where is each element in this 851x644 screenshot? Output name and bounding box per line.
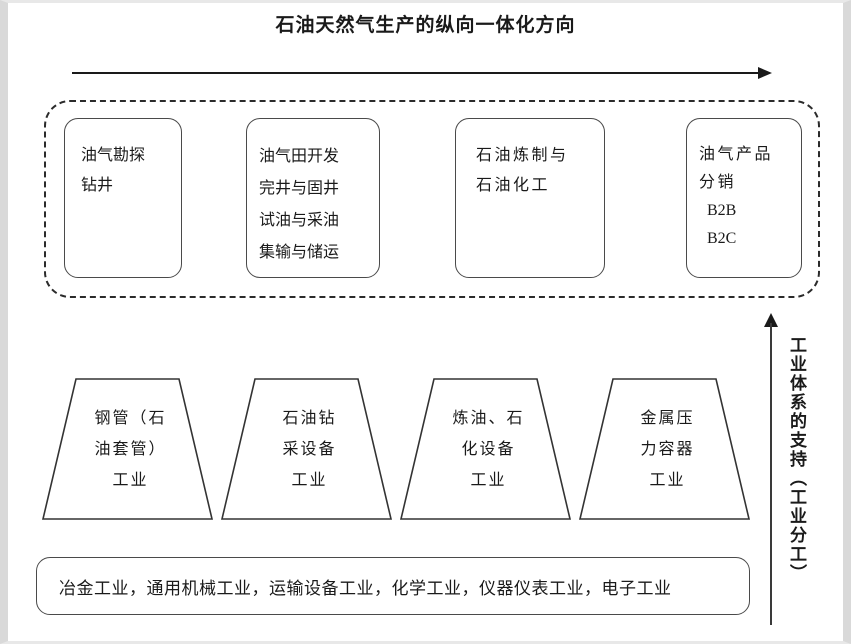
support-line: 油套管）	[94, 441, 167, 458]
stage-line: 油气产品	[699, 146, 774, 163]
trapezoid-shape	[578, 378, 751, 520]
support-line: 工业	[470, 472, 507, 489]
arrow-shaft	[770, 323, 772, 625]
support-arrow-label: 工业体系的支持（工业分工）	[787, 336, 806, 583]
support-line: 石油钻	[282, 410, 337, 427]
foundation-bar[interactable]: 冶金工业，通用机械工业，运输设备工业，化学工业，仪器仪表工业，电子工业	[36, 557, 750, 615]
support-line: 金属压	[640, 410, 695, 427]
foundation-bar-text: 冶金工业，通用机械工业，运输设备工业，化学工业，仪器仪表工业，电子工业	[59, 578, 672, 598]
stage-line: 钻井	[81, 177, 114, 194]
trapezoid-shape	[220, 378, 393, 520]
stage-line: 油气田开发	[259, 148, 340, 165]
horizontal-flow-arrow	[72, 66, 772, 82]
stage-line: 石油炼制与	[476, 147, 569, 164]
stage-line-b2c: B2C	[707, 230, 737, 247]
stage-box-field-development[interactable]: 油气田开发 完井与固井 试油与采油 集输与储运	[246, 118, 380, 278]
stage-box-text: 油气勘探 钻井	[65, 141, 181, 201]
page-title: 石油天然气生产的纵向一体化方向	[275, 15, 576, 36]
stage-box-text: 油气产品 分销 B2B B2C	[687, 141, 801, 253]
stage-box-distribution[interactable]: 油气产品 分销 B2B B2C	[686, 118, 802, 278]
value-chain-group	[44, 100, 820, 298]
support-line: 工业	[112, 472, 149, 489]
stage-line: 石油化工	[476, 177, 551, 194]
support-industry-drilling-equipment[interactable]: 石油钻 采设备 工业	[219, 375, 394, 523]
arrow-head-up-icon	[764, 313, 778, 327]
support-line: 力容器	[640, 441, 695, 458]
vertical-support-arrow	[764, 313, 778, 625]
support-line: 采设备	[282, 441, 337, 458]
stage-line-b2b: B2B	[707, 202, 737, 219]
stage-line: 分销	[699, 174, 737, 191]
stage-line: 油气勘探	[81, 147, 146, 164]
support-industry-refining-equipment[interactable]: 炼油、石 化设备 工业	[398, 375, 573, 523]
support-line: 钢管（石	[94, 410, 167, 427]
support-line: 炼油、石	[452, 410, 525, 427]
stage-box-text: 石油炼制与 石油化工	[456, 141, 604, 201]
arrow-head-right-icon	[758, 67, 772, 79]
trapezoid-shape	[41, 378, 214, 520]
stage-box-refining[interactable]: 石油炼制与 石油化工	[455, 118, 605, 278]
support-line: 化设备	[461, 441, 516, 458]
stage-box-text: 油气田开发 完井与固井 试油与采油 集输与储运	[247, 141, 379, 269]
stage-line: 集输与储运	[259, 244, 340, 261]
support-industry-pressure-vessel[interactable]: 金属压 力容器 工业	[577, 375, 752, 523]
support-industry-steel-pipe[interactable]: 钢管（石 油套管） 工业	[40, 375, 215, 523]
support-line: 工业	[649, 472, 686, 489]
support-industry-text: 炼油、石 化设备 工业	[398, 403, 573, 496]
support-industry-text: 石油钻 采设备 工业	[219, 403, 394, 496]
arrow-shaft	[72, 72, 760, 74]
stage-box-exploration[interactable]: 油气勘探 钻井	[64, 118, 182, 278]
support-industry-text: 金属压 力容器 工业	[577, 403, 752, 496]
support-line: 工业	[291, 472, 328, 489]
trapezoid-shape	[399, 378, 572, 520]
support-industry-text: 钢管（石 油套管） 工业	[40, 403, 215, 496]
stage-line: 试油与采油	[259, 212, 340, 229]
stage-line: 完井与固井	[259, 180, 340, 197]
